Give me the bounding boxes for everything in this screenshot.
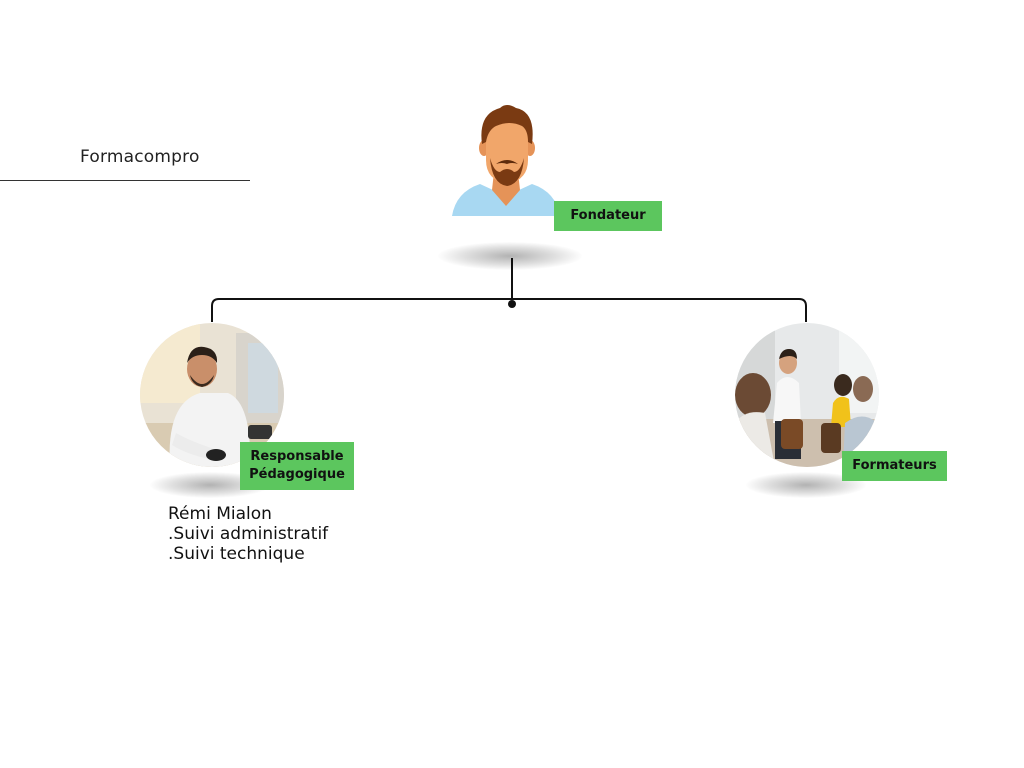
founder-label: Fondateur xyxy=(554,201,662,231)
duty-item: .Suivi technique xyxy=(168,544,305,564)
company-divider xyxy=(0,180,250,181)
pedagogical-label: Responsable Pédagogique xyxy=(240,442,354,490)
company-name: Formacompro xyxy=(80,147,200,167)
trainers-label: Formateurs xyxy=(842,451,947,481)
pedagogical-description: Rémi Mialon .Suivi administratif .Suivi … xyxy=(168,504,328,564)
person-name: Rémi Mialon xyxy=(168,504,272,524)
classroom-photo xyxy=(735,323,879,467)
person-avatar-icon xyxy=(452,105,560,216)
man-at-desk-photo xyxy=(140,323,284,467)
duty-item: .Suivi administratif xyxy=(168,524,329,544)
founder-shadow xyxy=(438,242,582,270)
